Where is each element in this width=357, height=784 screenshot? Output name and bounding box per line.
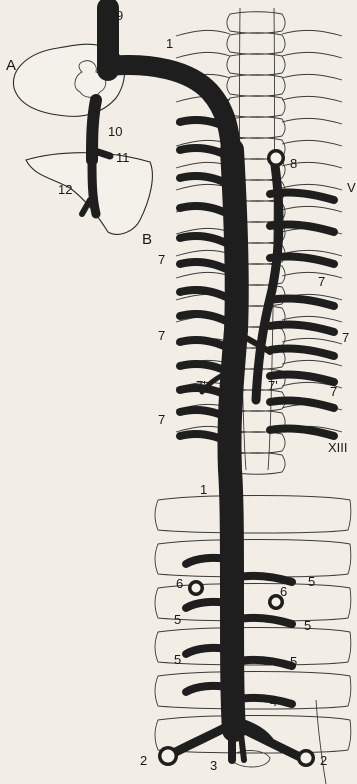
label-7-c: 7	[158, 328, 165, 343]
vertebra	[227, 12, 285, 34]
rib-right	[282, 338, 342, 344]
label-5-b: 5	[174, 612, 181, 627]
label-7-f: 7	[158, 412, 165, 427]
vertebra	[227, 54, 285, 76]
label-7-d: 7	[342, 330, 349, 345]
intercostal-vein-left	[180, 262, 232, 272]
opening-2-right	[300, 752, 312, 764]
pelvic-edge	[316, 700, 326, 784]
rib-right	[282, 30, 342, 36]
label-5-c: 5	[304, 618, 311, 633]
vessel-network	[82, 8, 334, 760]
label-XIII: XIII	[328, 440, 348, 455]
vertebra	[227, 33, 285, 55]
label-7-prime-right: 7'	[268, 378, 278, 393]
rib-left	[176, 272, 230, 278]
lumbar-segment	[155, 540, 351, 578]
vessel-12-branch	[82, 200, 90, 214]
label-6-right: 6	[280, 584, 287, 599]
rib-right	[282, 52, 342, 58]
rib-right	[282, 118, 342, 124]
rib-right	[282, 206, 342, 212]
rib-left	[176, 250, 230, 256]
label-3: 3	[210, 758, 217, 773]
intercostal-vein-left	[180, 290, 232, 300]
rib-right	[282, 272, 342, 278]
vessel-12	[92, 160, 96, 214]
label-8: 8	[290, 156, 297, 171]
label-10: 10	[108, 124, 122, 139]
label-5-d: 5	[174, 652, 181, 667]
label-A: A	[6, 57, 16, 74]
vessel-2-left-branch	[168, 724, 232, 756]
label-2-right: 2	[320, 753, 327, 768]
label-7-e: 7	[330, 384, 337, 399]
label-7-a: 7	[158, 252, 165, 267]
label-5-e: 5	[290, 654, 297, 669]
intercostal-vein-right	[270, 374, 334, 382]
vertebra	[227, 96, 285, 118]
rib-left	[176, 52, 230, 58]
intercostal-vein-right	[270, 348, 334, 356]
label-7-b: 7	[318, 274, 325, 289]
rib-right	[282, 74, 342, 80]
label-V: V	[347, 180, 356, 195]
opening-6-left	[191, 583, 201, 593]
label-7-prime-left: 7'	[196, 378, 206, 393]
label-5-a: 5	[308, 574, 315, 589]
rib-right	[282, 96, 342, 102]
label-1-mid: 1	[200, 482, 207, 497]
label-4: 4	[270, 694, 277, 709]
vessel-3-median-b	[240, 726, 244, 760]
label-6-left: 6	[176, 576, 183, 591]
intercostal-vein-right	[270, 324, 334, 332]
intercostal-vein-right	[270, 428, 334, 436]
rib-right	[282, 140, 342, 146]
lower-vertebrae	[155, 496, 351, 784]
label-1-top: 1	[166, 36, 173, 51]
rib-left	[176, 30, 230, 36]
label-2-left: 2	[140, 753, 147, 768]
opening-2-left	[161, 749, 175, 763]
label-9: 9	[116, 8, 123, 23]
lumbar-segment	[155, 496, 351, 534]
label-B: B	[142, 231, 152, 248]
opening-8	[270, 152, 282, 164]
label-12: 12	[58, 182, 72, 197]
vessel-1-arch	[108, 65, 232, 160]
rib-right	[282, 360, 342, 366]
vertebra	[227, 75, 285, 97]
label-11: 11	[116, 150, 130, 165]
intercostal-vein-right	[270, 400, 334, 408]
